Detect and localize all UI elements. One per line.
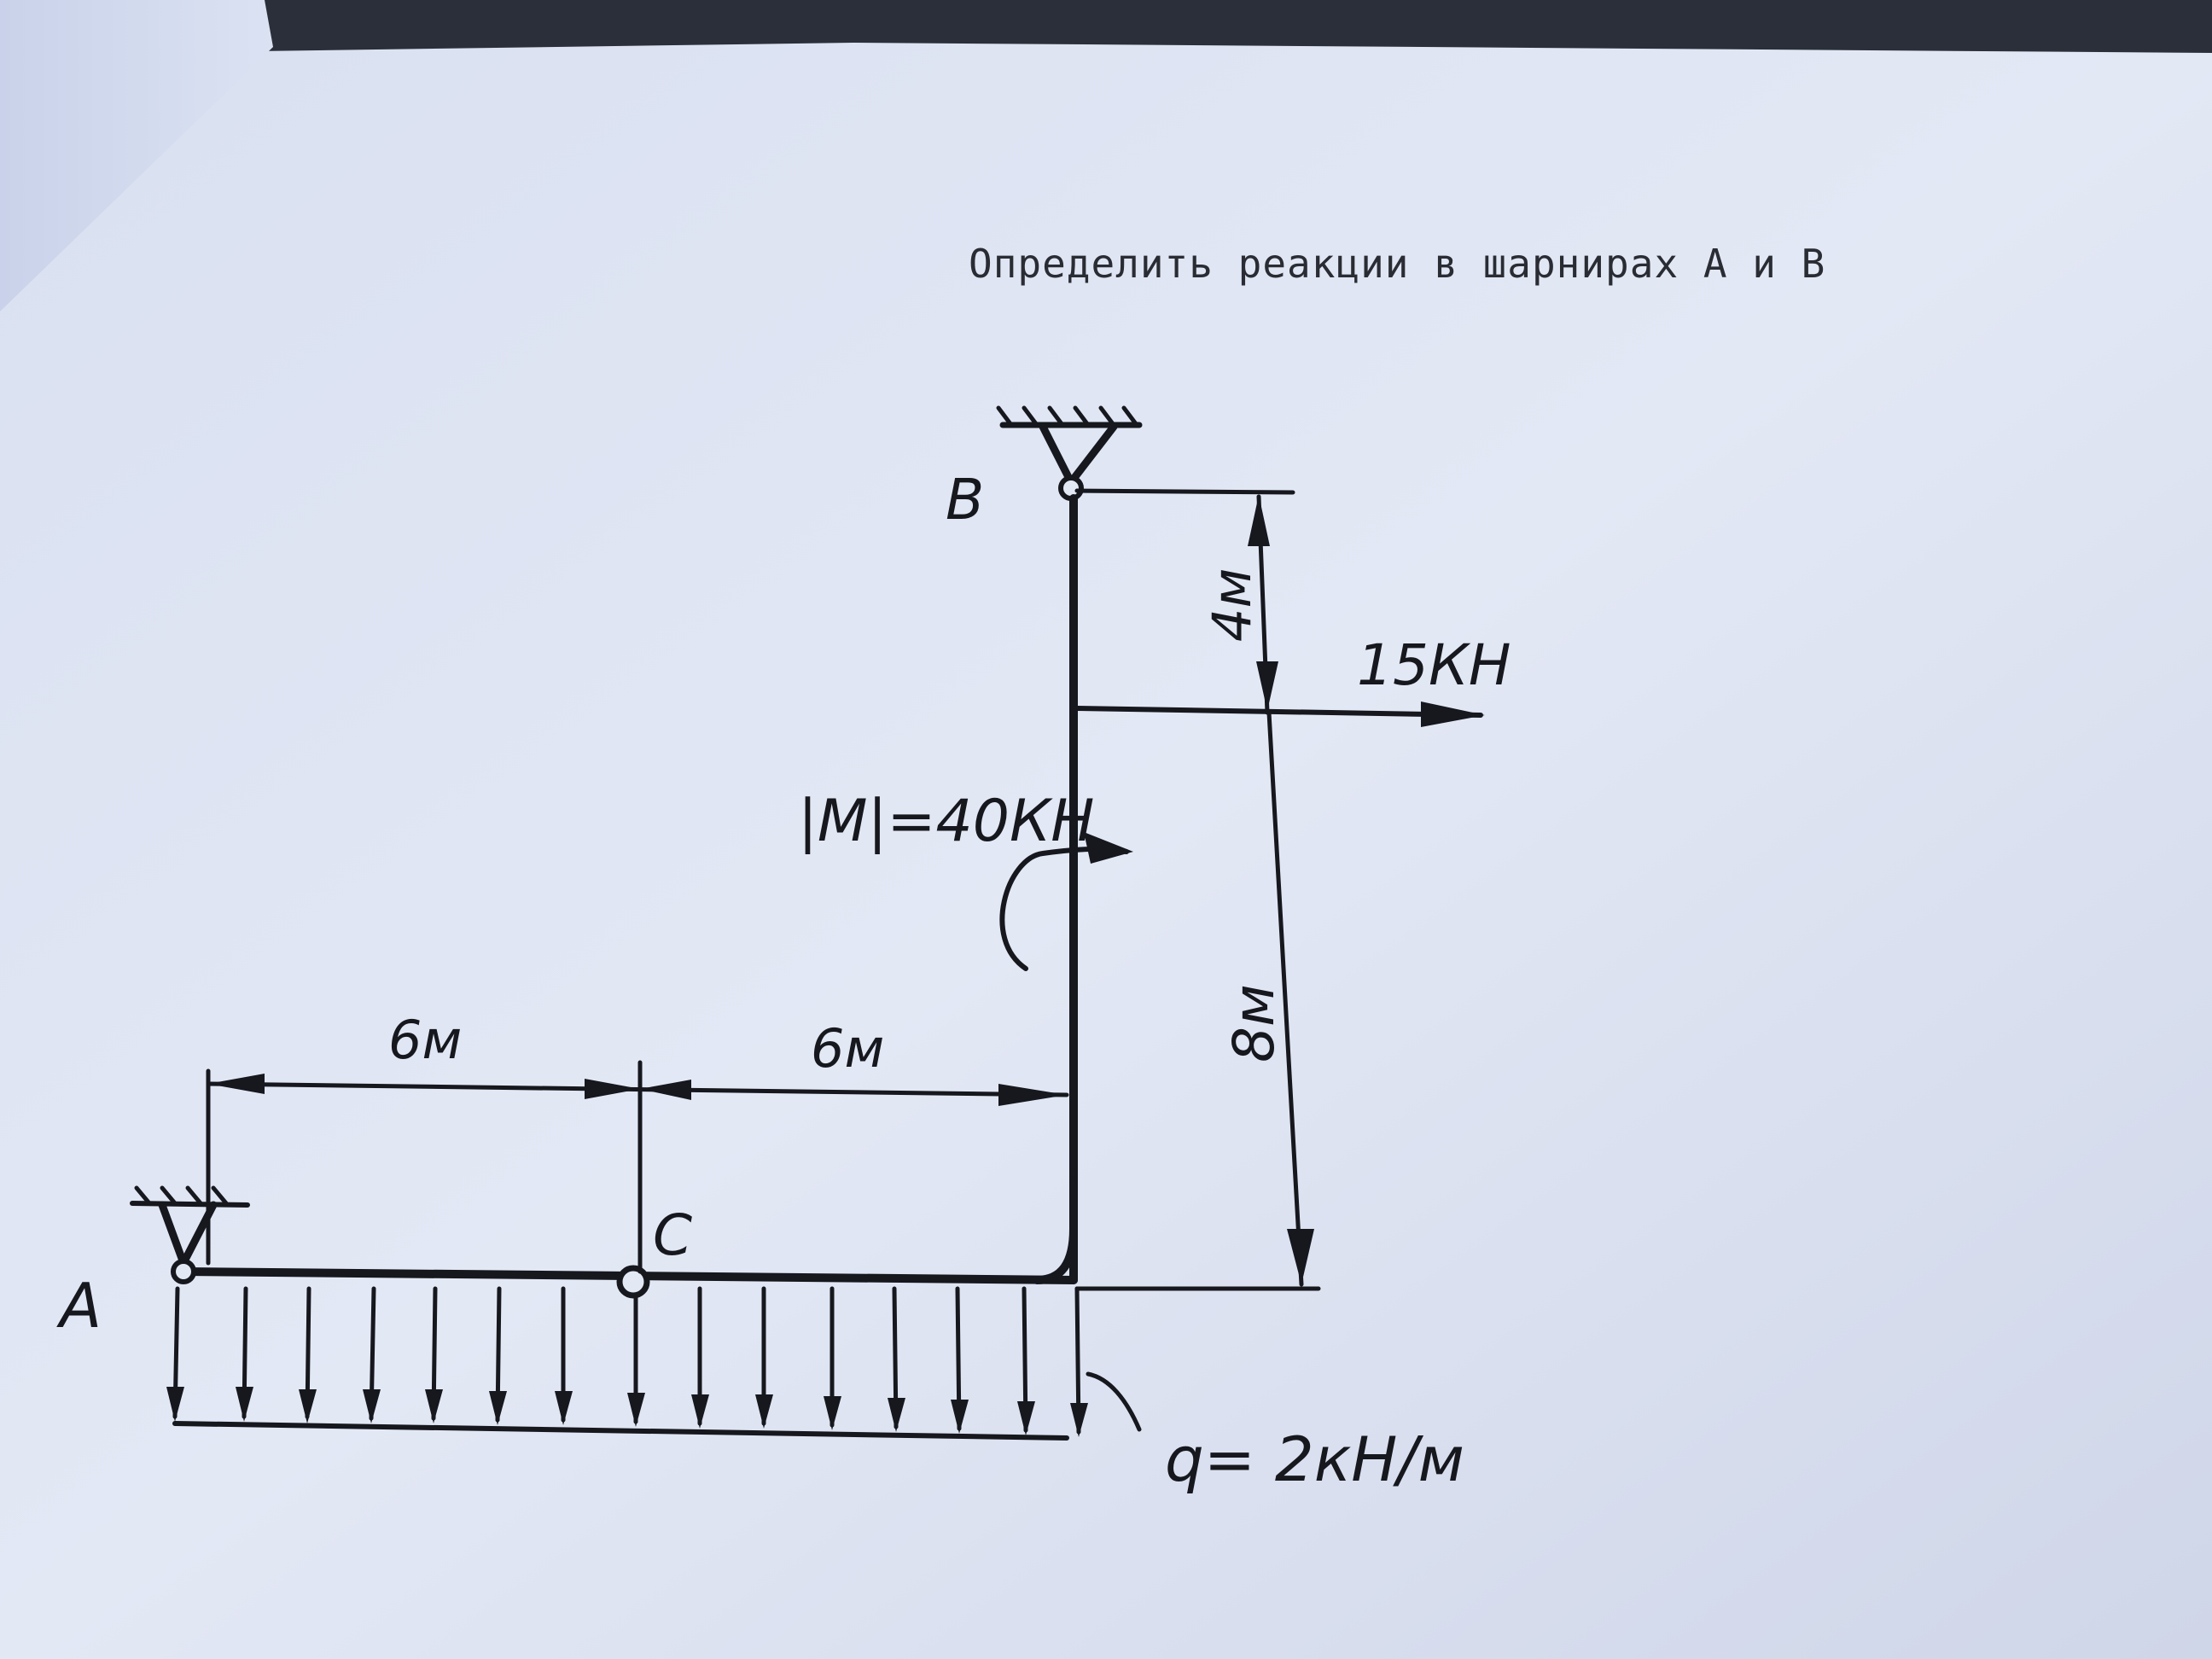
moment-label: |M|=40КН [798, 788, 1094, 855]
dimension-ac: 6м [388, 1009, 462, 1071]
support-b [996, 405, 1143, 501]
paper-fold [0, 0, 273, 311]
distributed-load [166, 1286, 1142, 1441]
force-label: 15КН [1357, 632, 1511, 698]
distributed-load-label: q= 2кН/м [1165, 1423, 1464, 1495]
point-b-label: B [946, 467, 984, 533]
dimension-force-to-bottom: 8м [1221, 984, 1287, 1062]
horizontal-force-arrow [1074, 701, 1485, 727]
dimension-c-corner: 6м [811, 1017, 884, 1080]
support-a [130, 1185, 250, 1284]
dimension-b-force: 4м [1201, 568, 1263, 642]
point-a-label: A [56, 1270, 102, 1342]
vertical-dimension [1074, 488, 1321, 1291]
point-c-label: C [653, 1202, 692, 1268]
horizontal-dimension [206, 1060, 1069, 1274]
hinge-c [616, 1265, 650, 1299]
moment-arrow [999, 832, 1133, 971]
task-title: Определить реакции в шарнирах А и В [969, 241, 1825, 287]
